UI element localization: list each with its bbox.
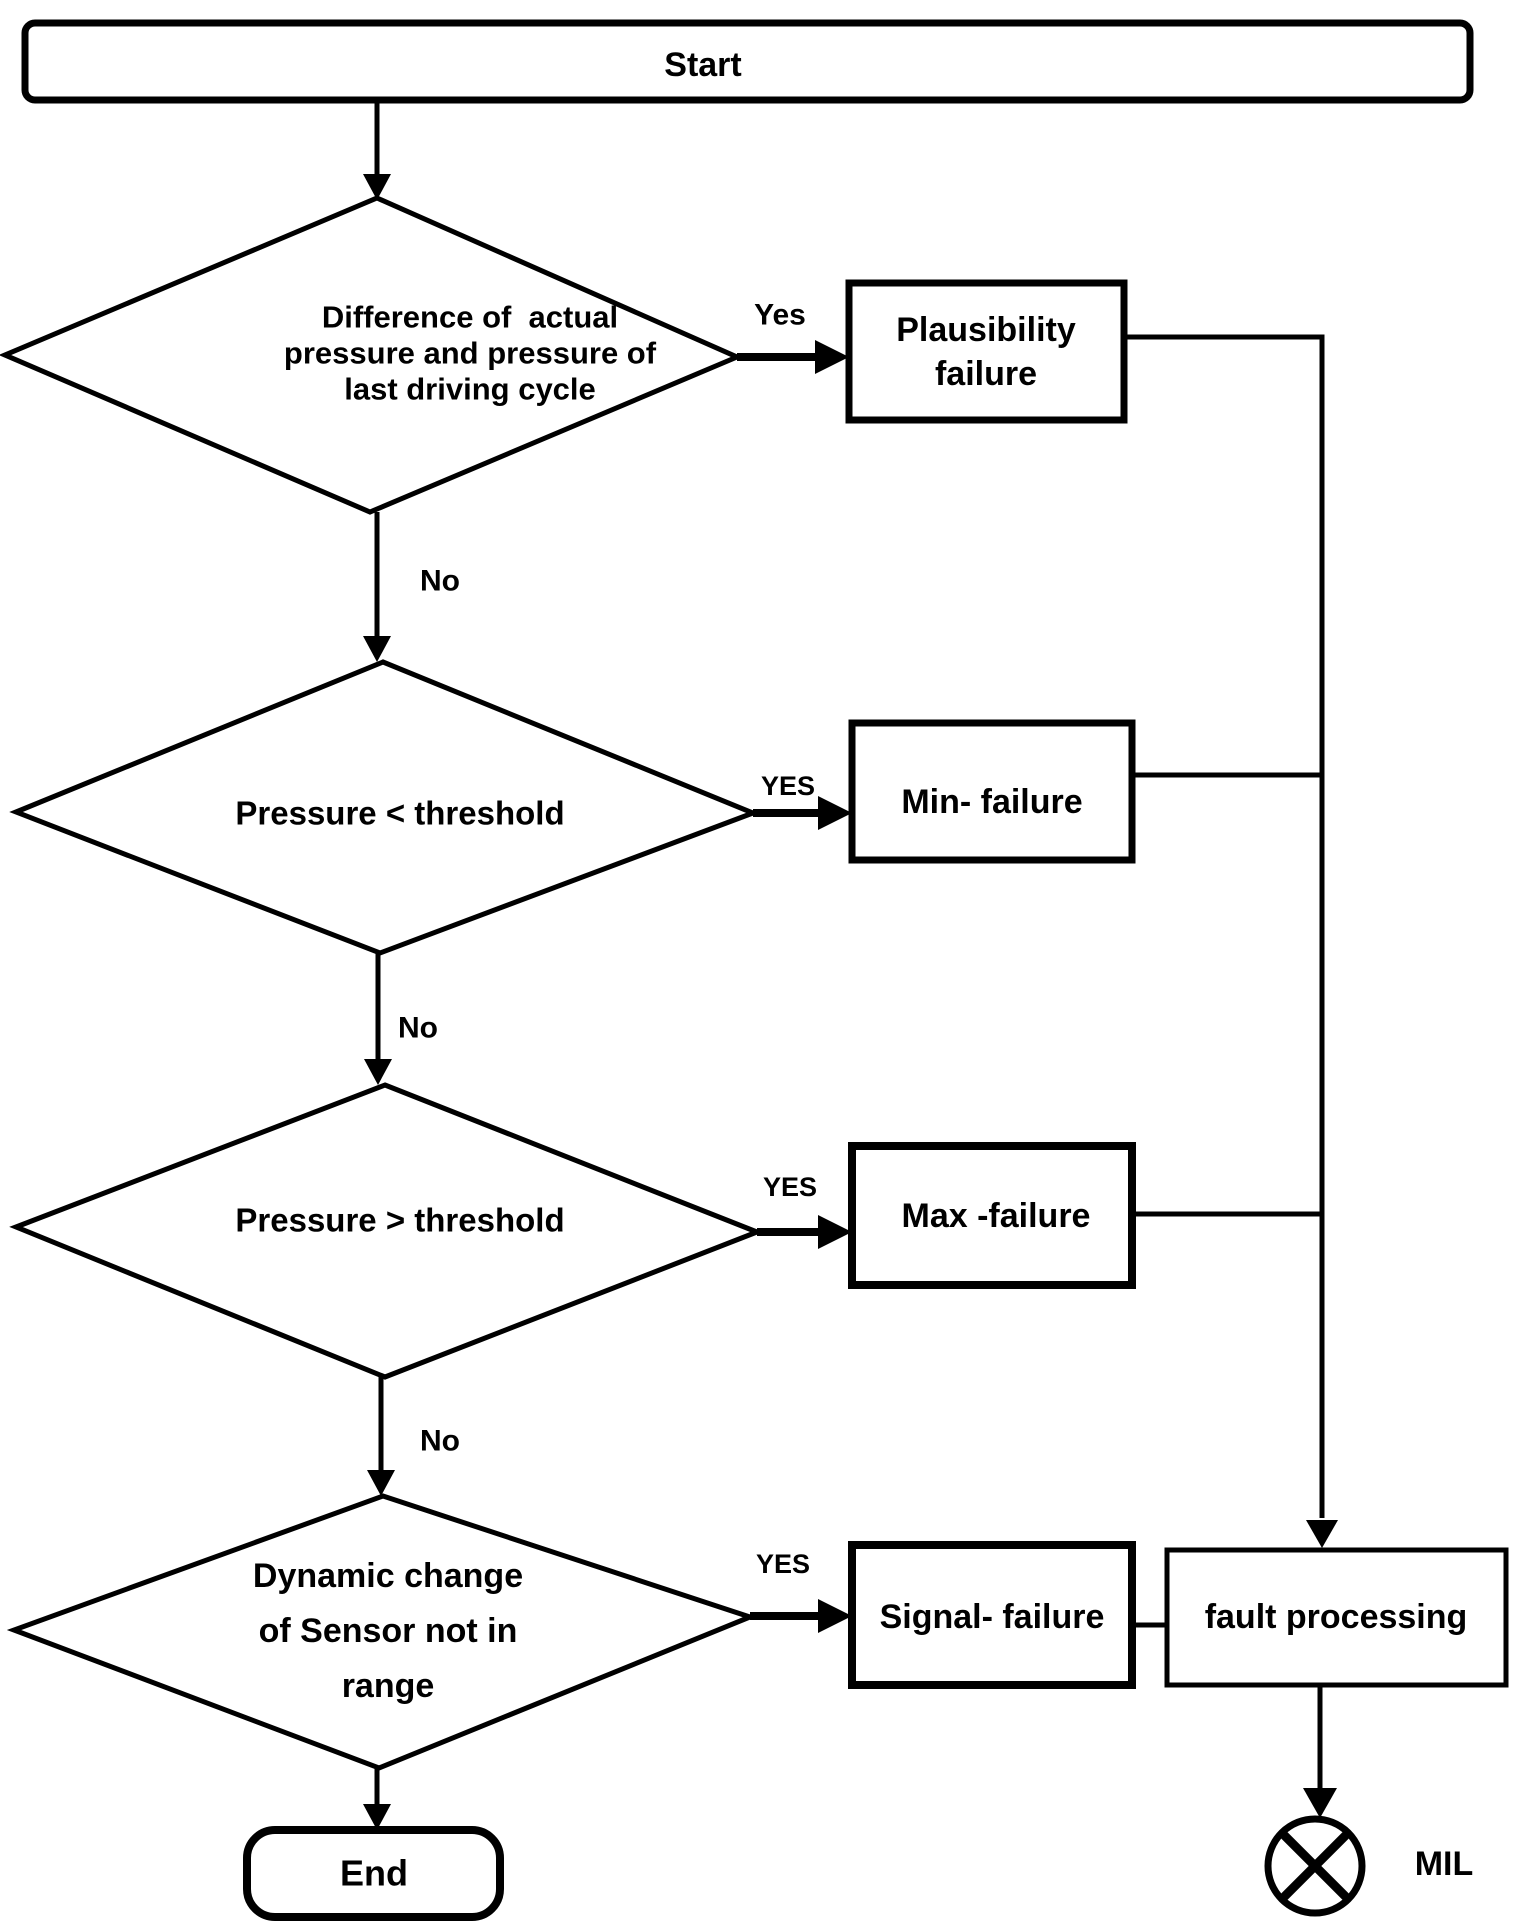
- arrow-fault-to-mil: [1303, 1685, 1337, 1818]
- decision4-line1: Dynamic change: [253, 1557, 523, 1595]
- fault-processing-label: fault processing: [1205, 1598, 1468, 1636]
- mil-label: MIL: [1415, 1845, 1474, 1883]
- mil-lamp-icon: [1264, 1815, 1366, 1917]
- max-failure-box: Max -failure: [848, 1142, 1136, 1289]
- plausibility-failure-box: Plausibility failure: [845, 279, 1128, 424]
- decision3-yes-label: YES: [763, 1172, 817, 1202]
- yes-arrow-decision3: [757, 1215, 852, 1249]
- plausibility-failure-line2: failure: [935, 355, 1037, 393]
- yes-arrow-decision4: [750, 1599, 852, 1633]
- arrow-start-to-decision1: [363, 100, 391, 200]
- decision4-line2: of Sensor not in: [259, 1612, 518, 1650]
- collector-line: [1124, 334, 1338, 1548]
- decision-pressure-difference: Difference of actual pressure and pressu…: [0, 195, 744, 515]
- signal-failure-box: Signal- failure: [848, 1541, 1136, 1689]
- decision2-line1: Pressure < threshold: [235, 795, 564, 832]
- decision1-yes-label: Yes: [754, 299, 806, 332]
- decision-pressure-above-threshold: Pressure > threshold: [9, 1082, 764, 1380]
- fault-processing-box: fault processing: [1164, 1547, 1509, 1688]
- max-failure-label: Max -failure: [902, 1197, 1091, 1235]
- decision4-yes-label: YES: [756, 1549, 810, 1579]
- decision-dynamic-change: Dynamic change of Sensor not in range: [6, 1493, 758, 1771]
- decision2-yes-label: YES: [761, 771, 815, 801]
- plausibility-failure-line1: Plausibility: [896, 311, 1076, 349]
- decision4-line3: range: [342, 1667, 435, 1705]
- min-failure-box: Min- failure: [848, 719, 1136, 864]
- decision1-line2: pressure and pressure of: [284, 336, 657, 371]
- decision1-line3: last driving cycle: [344, 372, 596, 407]
- arrow-decision4-to-end: [363, 1768, 391, 1830]
- signal-failure-label: Signal- failure: [880, 1598, 1105, 1636]
- arrow-decision2-to-decision3: [364, 953, 392, 1085]
- start-label: Start: [664, 46, 741, 84]
- arrow-decision1-to-decision2: [363, 512, 391, 662]
- yes-arrow-decision2: [753, 796, 852, 830]
- decision3-no-label: No: [420, 1425, 460, 1458]
- decision2-no-label: No: [398, 1012, 438, 1045]
- end-node: End: [243, 1826, 504, 1921]
- decision1-no-label: No: [420, 565, 460, 598]
- arrow-decision3-to-decision4: [367, 1377, 395, 1496]
- yes-arrow-decision1: [737, 340, 849, 374]
- min-failure-label: Min- failure: [901, 783, 1082, 821]
- end-label: End: [340, 1853, 408, 1894]
- decision1-line1: Difference of actual: [322, 300, 618, 335]
- decision-pressure-below-threshold: Pressure < threshold: [9, 659, 760, 956]
- decision3-line1: Pressure > threshold: [235, 1202, 564, 1239]
- start-node: Start: [21, 19, 1474, 104]
